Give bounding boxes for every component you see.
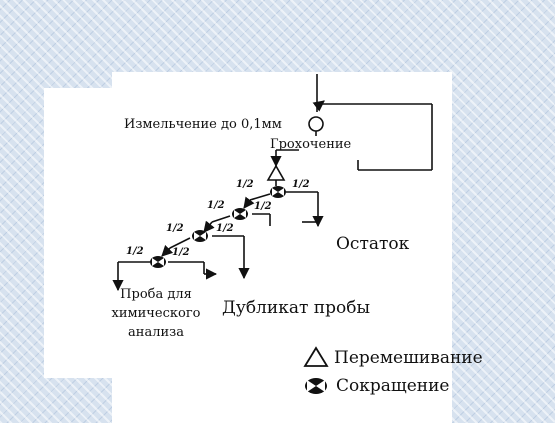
- split1-left: [249, 193, 271, 201]
- screening-label: Грохочение: [270, 137, 352, 152]
- diagram-panel-left: [44, 88, 116, 378]
- residue-label: Остаток: [336, 234, 410, 254]
- reduction-symbol-1: [270, 186, 286, 198]
- fraction-label: 1/2: [166, 223, 184, 234]
- reduction-symbol-4: [150, 256, 166, 268]
- legend-mixing-label: Перемешивание: [334, 348, 483, 368]
- sample-label-line-3: анализа: [128, 325, 184, 340]
- split2-left: [211, 215, 231, 223]
- legend-reduction-label: Сокращение: [336, 376, 450, 396]
- recycle-arrow: [312, 100, 325, 112]
- legend-reduction-icon: [305, 378, 327, 394]
- fraction-label: 1/2: [236, 179, 254, 190]
- split3-left: [169, 237, 191, 249]
- legend-triangle-icon: [303, 346, 329, 367]
- reduction-symbol-2: [232, 208, 248, 220]
- sample-label-line-1: Проба для: [120, 287, 192, 302]
- fraction-label: 1/2: [126, 246, 144, 257]
- duplicate-label: Дубликат пробы: [222, 298, 370, 318]
- fraction-label: 1/2: [216, 223, 234, 234]
- sample-label-line-2: химического: [111, 306, 201, 321]
- fraction-label: 1/2: [172, 247, 190, 258]
- crushing-label: Измельчение до 0,1мм: [124, 117, 282, 132]
- reduction-symbol-3: [192, 230, 208, 242]
- fraction-label: 1/2: [292, 179, 310, 190]
- fraction-label: 1/2: [254, 201, 272, 212]
- fraction-label: 1/2: [207, 200, 225, 211]
- mixing-symbol: [266, 164, 286, 181]
- crushing-symbol: [308, 116, 324, 132]
- sample-label: Проба для химического анализа: [92, 288, 220, 339]
